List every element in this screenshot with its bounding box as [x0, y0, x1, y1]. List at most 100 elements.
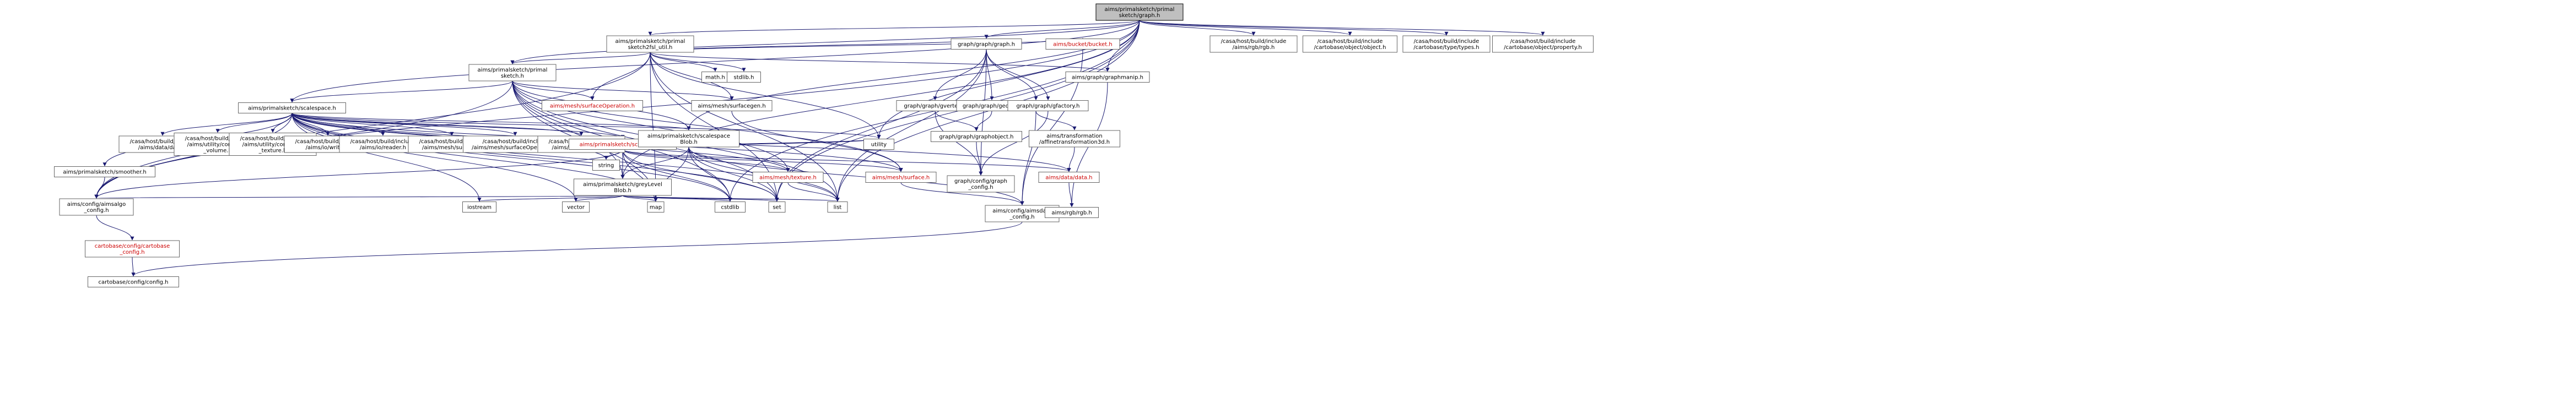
node-box — [638, 130, 739, 148]
graph-node-ps-primalsketch[interactable]: aims/primalsketch/primalsketch.h — [468, 64, 557, 81]
node-label: aims/mesh/surfaceOperation.h — [550, 103, 635, 110]
edge-graph-h-to-gvertex — [933, 49, 987, 101]
graph-node-mesh-surface[interactable]: aims/mesh/surface.h — [865, 172, 937, 183]
node-box — [462, 201, 496, 213]
edge-graph-h-to-gfactory — [986, 49, 1050, 101]
graph-node-cartobase-property[interactable]: /casa/host/build/include/cartobase/objec… — [1492, 35, 1594, 53]
graph-node-vector[interactable]: vector — [562, 201, 590, 213]
node-box — [59, 198, 134, 216]
graph-node-smoother[interactable]: aims/primalsketch/smoother.h — [54, 166, 155, 177]
graph-node-math[interactable]: math.h — [701, 72, 729, 83]
graph-node-gfactory[interactable]: graph/graph/gfactory.h — [1007, 100, 1089, 111]
graph-node-graph-config[interactable]: graph/config/graph_config.h — [947, 175, 1015, 193]
graph-node-cartobase-types[interactable]: /casa/host/build/include/cartobase/type/… — [1402, 35, 1490, 53]
edge-ps-primalsketch-to-scalespace — [290, 80, 513, 103]
node-label: graph/graph/graph.h — [958, 42, 1015, 48]
edge-resampling-to-transform3d — [1035, 111, 1077, 130]
graph-node-iostream[interactable]: iostream — [462, 201, 496, 213]
edge-scalespace-to-cstdlib — [291, 113, 732, 202]
edge-mesh-texture-to-list — [787, 182, 840, 202]
graph-node-stdlib[interactable]: stdlib.h — [727, 72, 761, 83]
node-box — [768, 201, 786, 213]
graph-node-aimsalgo-config[interactable]: aims/config/aimsalgo_config.h — [59, 198, 134, 216]
graph-node-data-h[interactable]: aims/data/data.h — [1038, 172, 1100, 183]
edge-graph-h-to-gedge — [986, 49, 994, 101]
edge-ps-util-to-utility — [650, 52, 881, 139]
edge-scalelevel-to-data-h — [622, 149, 1071, 172]
edge-gedge-to-graphobject — [974, 111, 992, 132]
node-label: aims/mesh/surface.h — [872, 175, 930, 181]
graph-node-rgb-inc[interactable]: /casa/host/build/include/aims/rgb/rgb.h — [1209, 35, 1298, 53]
graph-node-graph-h[interactable]: graph/graph/graph.h — [951, 39, 1022, 50]
node-label: /aims/data/data.h — [138, 145, 187, 151]
graph-node-transform3d[interactable]: aims/transformation/affinetransformation… — [1029, 130, 1120, 148]
graph-node-rgb-h[interactable]: aims/rgb/rgb.h — [1045, 207, 1099, 218]
graph-node-graphobject[interactable]: graph/graph/graphobject.h — [931, 131, 1022, 142]
node-box — [931, 131, 1022, 142]
graph-node-root[interactable]: aims/primalsketch/primalsketch/graph.h — [1095, 3, 1184, 21]
edge-smoother-to-aimsalgo-config — [94, 177, 105, 199]
edge-greylevel-to-aimsalgo-config — [96, 194, 623, 199]
node-label: aims/primalsketch/smoother.h — [63, 170, 146, 176]
node-label: aims/primalsketch/scalespace — [647, 133, 730, 139]
node-label: aims/primalsketch/scaleLevel.h — [580, 142, 666, 148]
edge-scalespace-to-scalelevel — [291, 113, 625, 139]
node-box — [647, 201, 665, 213]
node-label: set — [773, 205, 781, 211]
node-label: /casa/host/build/include — [1510, 39, 1576, 45]
graph-node-surfaceop[interactable]: aims/mesh/surfaceOperation.h — [542, 100, 643, 111]
node-label: aims/primalsketch/primal — [1105, 7, 1175, 13]
graph-node-surfacegen[interactable]: aims/mesh/surfacegen.h — [691, 100, 773, 111]
graph-nodes: aims/primalsketch/primalsketch/graph.hai… — [54, 3, 1594, 287]
graph-node-cartobase-object[interactable]: /casa/host/build/include/cartobase/objec… — [1303, 35, 1397, 53]
node-box — [1007, 100, 1089, 111]
graph-node-list[interactable]: list — [827, 201, 848, 213]
node-label: /casa/host/build/include — [483, 139, 548, 145]
node-label: /cartobase/object/object.h — [1314, 45, 1386, 51]
graph-node-graphmanip[interactable]: aims/graph/graphmanip.h — [1065, 72, 1150, 83]
edge-data-h-to-rgb-h — [1068, 182, 1074, 208]
graph-node-utility[interactable]: utility — [863, 139, 894, 150]
graph-node-scalespace[interactable]: aims/primalsketch/scalespace.h — [238, 102, 346, 113]
node-label: _config.h — [968, 184, 993, 190]
edge-ps-primalsketch-to-mesh-surface — [512, 80, 903, 172]
edge-scalelevel-to-set — [622, 149, 779, 202]
edge-ss-blob-to-cstdlib — [688, 146, 732, 202]
node-label: aims/primalsketch/scalespace.h — [248, 106, 336, 112]
graph-node-bucket[interactable]: aims/bucket/bucket.h — [1045, 39, 1120, 50]
node-label: sketch/graph.h — [1119, 13, 1160, 19]
node-label: /aims/io/writer.h — [306, 145, 350, 151]
node-label: cstdlib — [721, 205, 739, 211]
node-label: aims/primalsketch/primal — [615, 39, 685, 45]
node-box — [1045, 39, 1120, 50]
node-box — [238, 102, 346, 113]
node-label: vector — [567, 205, 585, 211]
graph-node-mesh-texture[interactable]: aims/mesh/texture.h — [752, 172, 824, 183]
graph-node-map[interactable]: map — [647, 201, 665, 213]
node-label: sketch.h — [501, 73, 524, 79]
node-box — [947, 175, 1015, 193]
graph-node-string[interactable]: string — [592, 160, 620, 171]
graph-node-ps-util[interactable]: aims/primalsketch/primalsketch2fsl_util.… — [606, 35, 694, 53]
graph-node-cartobase-config[interactable]: cartobase/config/cartobase_config.h — [85, 240, 180, 258]
node-label: /casa/host/build/include — [419, 139, 485, 145]
edge-ps-util-to-graphmanip — [650, 52, 1110, 72]
edge-scalespace-to-iostream — [291, 113, 482, 202]
graph-node-cartobase-config-h[interactable]: cartobase/config/config.h — [88, 276, 179, 287]
edge-greylevel-to-iostream — [477, 195, 623, 202]
node-box — [752, 172, 824, 183]
graph-node-set[interactable]: set — [768, 201, 786, 213]
edge-ps-primalsketch-to-surfaceop — [512, 80, 595, 101]
edge-mesh-surface-to-aimsdata-config — [900, 182, 1024, 205]
edge-resampling-to-aimsdata-config — [1020, 111, 1036, 205]
edge-root-to-ps-util — [648, 20, 1140, 36]
node-label: _config.h — [1009, 214, 1034, 220]
node-label: map — [650, 205, 662, 211]
edge-ss-blob-to-aimsdata-config — [688, 146, 1024, 205]
node-label: /casa/host/build/include — [1317, 39, 1383, 45]
graph-node-cstdlib[interactable]: cstdlib — [715, 201, 746, 213]
node-box — [1303, 35, 1397, 53]
